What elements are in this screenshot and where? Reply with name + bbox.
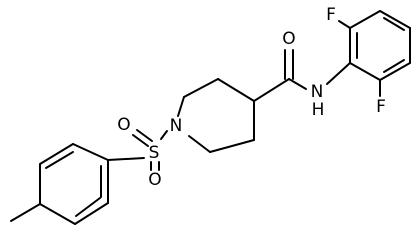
- bond: [383, 17, 405, 31]
- bond: [183, 78, 219, 98]
- bond: [75, 197, 101, 217]
- bond: [379, 10, 411, 29]
- bond-lines: [10, 10, 411, 225]
- bond: [209, 139, 255, 153]
- bond: [10, 203, 41, 222]
- bond: [177, 96, 185, 117]
- fluorine-top-label: F: [326, 5, 336, 25]
- bond: [379, 62, 411, 81]
- bond: [45, 151, 74, 169]
- sulfonyl-oxygen-bottom-label: O: [148, 170, 161, 190]
- sulfur-label: S: [149, 143, 160, 163]
- atom-labels: F F O N H N S O O: [117, 5, 386, 190]
- molecule-structure: F F O N H N S O O: [10, 5, 411, 225]
- bond: [349, 10, 381, 29]
- bond: [338, 20, 351, 29]
- bond: [74, 202, 109, 225]
- bond: [107, 157, 145, 161]
- bond: [132, 134, 149, 147]
- bond: [288, 78, 307, 90]
- bond: [72, 143, 109, 161]
- bond: [188, 135, 211, 153]
- amide-hydrogen-label: H: [312, 100, 325, 120]
- bond: [349, 62, 381, 81]
- bond: [326, 62, 351, 85]
- bond: [39, 143, 74, 165]
- piperidine-nitrogen-label: N: [170, 116, 183, 136]
- fluorine-bottom-label: F: [376, 97, 386, 117]
- amide-nitrogen-label: N: [311, 82, 324, 102]
- bond: [39, 203, 76, 225]
- bond: [253, 78, 290, 102]
- sulfonyl-oxygen-top-label: O: [117, 115, 130, 135]
- bond: [217, 78, 255, 102]
- carbonyl-oxygen-label: O: [282, 29, 295, 49]
- bond: [383, 59, 405, 73]
- bond: [136, 129, 153, 142]
- bond: [160, 130, 168, 140]
